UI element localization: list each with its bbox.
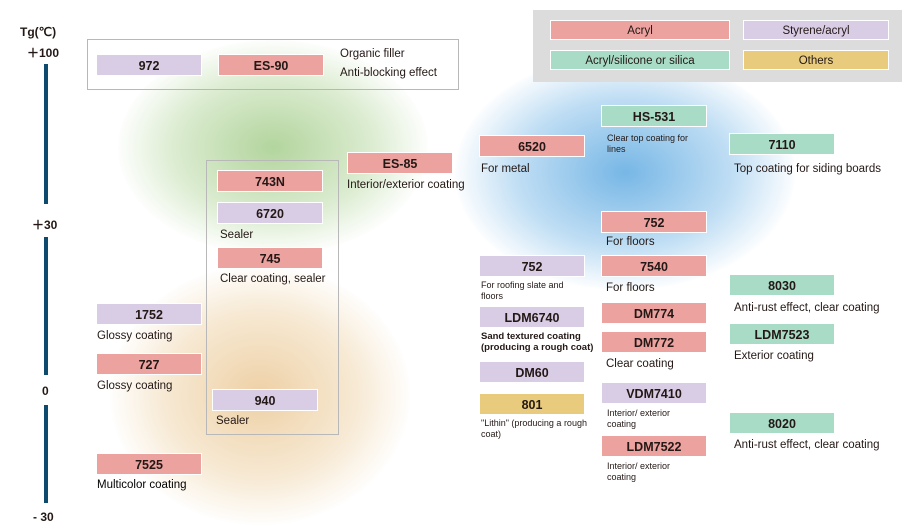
caption-727: Glossy coating [97,380,173,392]
tick-100: ＋100 [27,46,60,60]
axis-segment-lower [44,405,48,503]
product-752-roofing: 752 [479,255,585,277]
product-hs-531: HS-531 [601,105,707,127]
caption-940: Sealer [216,415,250,427]
top-group-note-2: Anti-blocking effect [340,67,437,79]
caption-ldm7522: Interior/ exterior coating [607,461,671,482]
legend-acryl-silicone-silica: Acryl/silicone or silica [550,50,730,70]
caption-dm772: Clear coating [606,358,674,370]
product-dm774: DM774 [601,302,707,324]
product-ldm7522: LDM7522 [601,435,707,457]
product-972: 972 [96,54,202,76]
product-1752: 1752 [96,303,202,325]
caption-752-floors: For floors [606,236,655,248]
caption-7110: Top coating for siding boards [734,163,882,175]
top-group-note-1: Organic filler [340,48,405,60]
caption-752-roofing: For roofing slate and floors [481,280,564,301]
caption-8020: Anti-rust effect, clear coating [734,439,880,451]
caption-7525: Multicolor coating [97,479,187,491]
exterior-region [455,55,795,290]
caption-vdm7410: Interior/ exterior coating [607,408,671,429]
caption-6720: Sealer [220,229,254,241]
product-es-90: ES-90 [218,54,324,76]
product-vdm7410: VDM7410 [601,382,707,404]
caption-es-85: Interior/exterior coating [347,179,465,191]
axis-title: Tg(℃) [20,25,57,39]
tick-30: ＋30 [32,218,58,232]
product-752-floors: 752 [601,211,707,233]
product-dm60: DM60 [479,361,585,383]
caption-ldm6740: Sand textured coating (producing a rough… [481,331,594,353]
product-7525: 7525 [96,453,202,475]
legend-others: Others [743,50,889,70]
legend: Acryl Styrene/acryl Acryl/silicone or si… [533,10,902,82]
product-8030: 8030 [729,274,835,296]
product-940: 940 [212,389,318,411]
legend-styrene-acryl: Styrene/acryl [743,20,889,40]
tick-minus-30: - 30 [33,510,54,524]
product-dm772: DM772 [601,331,707,353]
product-745: 745 [217,247,323,269]
axis-segment-upper [44,64,48,204]
product-ldm7523: LDM7523 [729,323,835,345]
product-es-85: ES-85 [347,152,453,174]
top-group-frame [87,39,459,90]
product-743n: 743N [217,170,323,192]
caption-hs-531: Clear top coating for lines [607,133,689,154]
product-801: 801 [479,393,585,415]
caption-8030: Anti-rust effect, clear coating [734,302,880,314]
product-7540: 7540 [601,255,707,277]
caption-745: Clear coating, sealer [220,273,326,285]
caption-6520: For metal [481,163,530,175]
product-6520: 6520 [479,135,585,157]
axis-segment-middle [44,237,48,375]
caption-1752: Glossy coating [97,330,173,342]
tick-0: 0 [42,384,49,398]
caption-7540: For floors [606,282,655,294]
caption-ldm7523: Exterior coating [734,350,814,362]
center-group-frame [206,160,339,435]
product-8020: 8020 [729,412,835,434]
legend-acryl: Acryl [550,20,730,40]
product-ldm6740: LDM6740 [479,306,585,328]
product-6720: 6720 [217,202,323,224]
caption-801: "Lithin" (producing a rough coat) [481,418,587,439]
product-727: 727 [96,353,202,375]
product-7110: 7110 [729,133,835,155]
